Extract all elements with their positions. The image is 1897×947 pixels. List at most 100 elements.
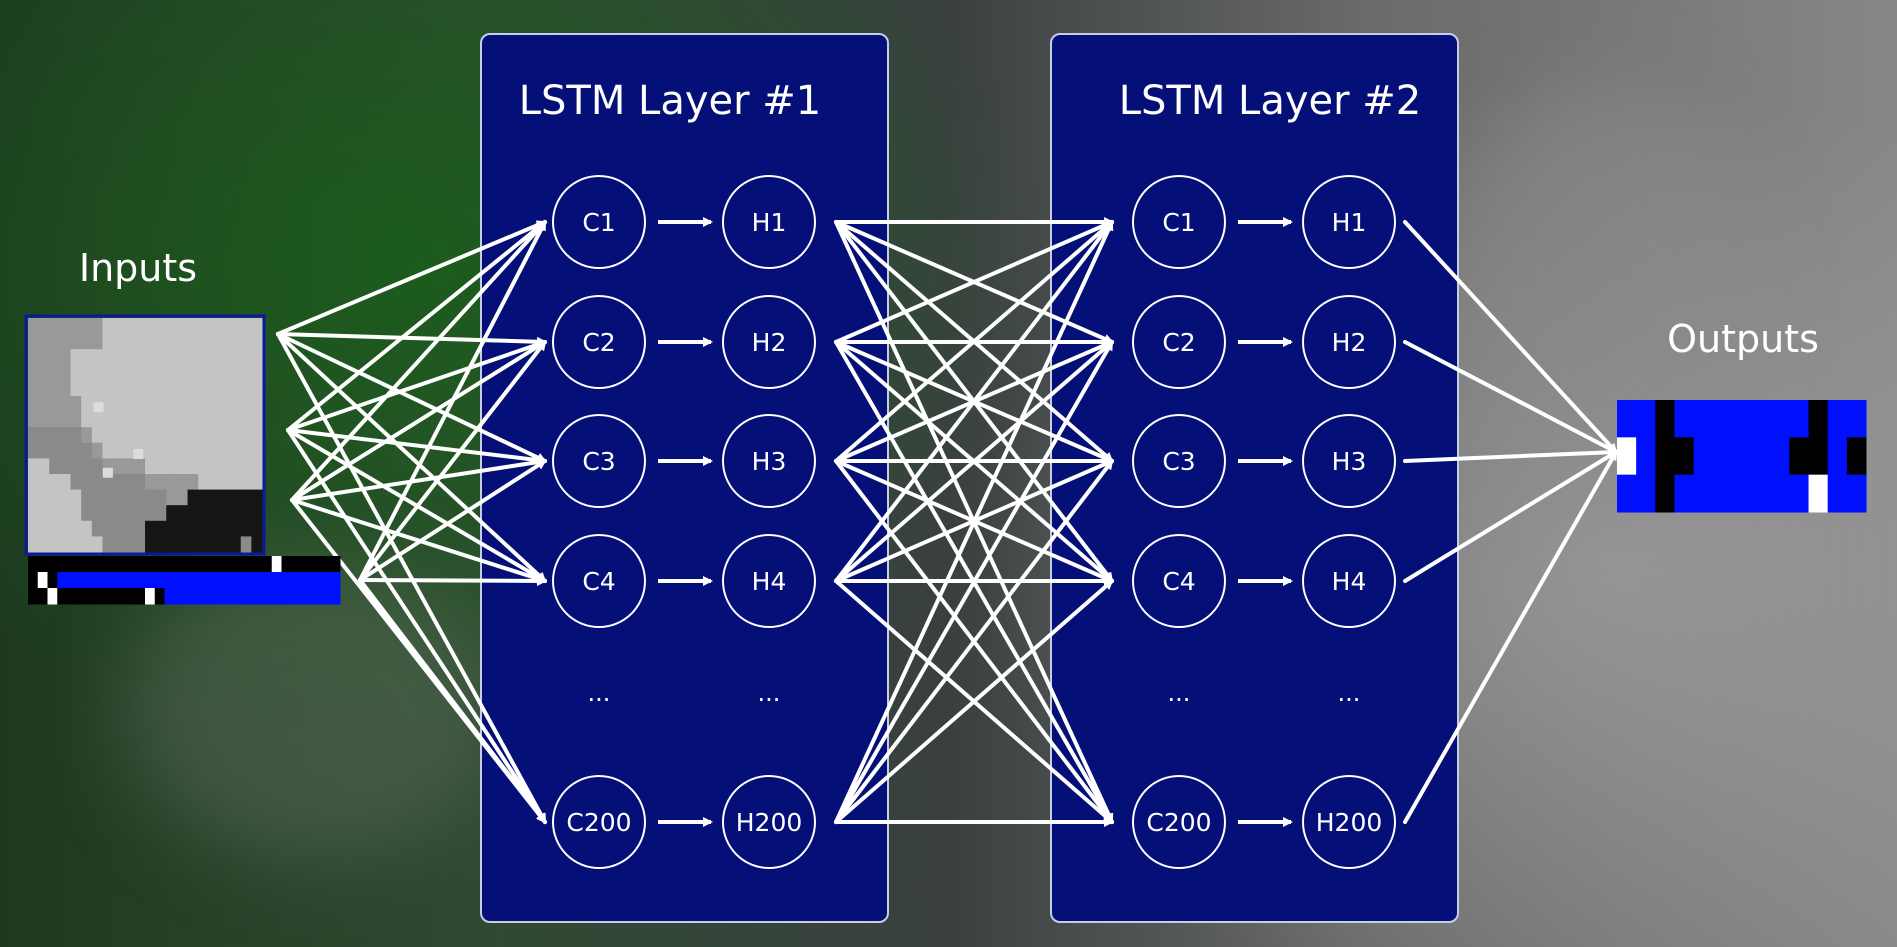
input-pixel — [230, 333, 242, 350]
cell-node — [1132, 175, 1226, 269]
input-pixel — [187, 474, 199, 491]
input-connection — [358, 340, 547, 582]
input-strip-pixel — [242, 556, 253, 573]
input-pixel — [91, 318, 103, 335]
background-blur — [120, 560, 500, 860]
hidden-node — [1302, 414, 1396, 508]
input-pixel — [219, 536, 231, 553]
input-pixel — [198, 427, 210, 444]
input-pixel — [91, 458, 103, 475]
input-strip-pixel — [232, 588, 243, 605]
hidden-node-label: H200 — [736, 808, 803, 837]
input-pixel — [230, 318, 242, 335]
input-pixel — [251, 396, 263, 413]
input-pixel — [102, 333, 114, 350]
input-pixel — [38, 380, 50, 397]
input-pixel — [155, 536, 167, 553]
input-pixel — [251, 333, 263, 350]
input-pixel — [38, 411, 50, 428]
input-pixel — [166, 442, 178, 459]
output-connection — [1403, 340, 1618, 454]
input-pixel — [102, 489, 114, 506]
input-pixel — [123, 474, 135, 491]
input-pixel — [70, 427, 82, 444]
cell-node-label: C4 — [582, 567, 615, 596]
input-pixel — [102, 411, 114, 428]
input-pixel — [145, 349, 157, 366]
input-pixel — [176, 489, 189, 506]
input-strip-pixel — [193, 556, 204, 573]
output-cell — [1674, 400, 1695, 438]
input-pixel — [102, 364, 114, 381]
input-pixel — [38, 520, 50, 537]
input-pixel — [198, 442, 210, 459]
input-strip-pixel — [271, 588, 282, 605]
input-pixel — [81, 333, 93, 350]
input-strip-pixel — [125, 588, 136, 605]
input-strip-pixel — [281, 556, 292, 573]
cell-node-label: C2 — [1162, 328, 1195, 357]
input-pixel — [166, 458, 178, 475]
input-pixel — [134, 458, 146, 475]
hidden-node — [1302, 775, 1396, 869]
input-pixel — [176, 396, 189, 413]
cell-node — [1132, 414, 1226, 508]
input-pixel — [91, 349, 103, 366]
cell-node — [552, 414, 646, 508]
input-pixel — [102, 520, 114, 537]
input-connections — [276, 220, 547, 824]
input-strip-pixel — [232, 572, 243, 589]
input-strip-pixel — [37, 572, 48, 589]
input-pixel — [176, 505, 189, 522]
input-strip-pixel — [47, 556, 58, 573]
input-strip-pixel — [193, 588, 204, 605]
input-strip-pixel — [301, 572, 312, 589]
input-strip-pixel — [301, 588, 312, 605]
output-cell — [1789, 437, 1810, 476]
input-strip-pixel — [310, 588, 321, 605]
input-strip-pixel — [330, 556, 341, 573]
input-pixel — [155, 333, 167, 350]
output-cell — [1846, 437, 1867, 476]
input-pixel — [208, 333, 220, 350]
input-pixel — [187, 427, 199, 444]
input-pixel — [59, 520, 72, 537]
input-pixel — [176, 364, 189, 381]
input-pixel — [240, 505, 252, 522]
input-pixel — [113, 427, 125, 444]
input-pixel — [198, 458, 210, 475]
input-strip-pixel — [76, 556, 87, 573]
input-connection — [290, 220, 547, 502]
input-pixel — [134, 505, 146, 522]
input-pixel — [240, 458, 252, 475]
input-strip-pixel — [223, 588, 234, 605]
input-pixel — [81, 442, 93, 459]
input-pixel — [208, 364, 220, 381]
input-pixel — [123, 333, 135, 350]
input-strip-pixel — [262, 572, 273, 589]
input-pixel — [81, 520, 93, 537]
input-pixel — [240, 474, 252, 491]
input-connection — [286, 428, 547, 466]
input-pixel — [123, 520, 135, 537]
input-strip-pixel — [145, 588, 156, 605]
input-pixel-highlight — [93, 402, 104, 413]
input-pixel — [230, 458, 242, 475]
input-pixel — [230, 427, 242, 444]
input-pixel — [59, 458, 72, 475]
output-cell — [1808, 437, 1829, 476]
input-pixel — [198, 333, 210, 350]
input-pixel — [81, 364, 93, 381]
input-strip-pixel — [213, 556, 224, 573]
input-pixel — [113, 458, 125, 475]
input-pixel — [38, 474, 50, 491]
input-pixel — [145, 411, 157, 428]
hidden-node-label: H3 — [752, 447, 787, 476]
input-pixel — [102, 380, 114, 397]
input-strip-pixel — [164, 556, 175, 573]
input-pixel — [208, 458, 220, 475]
input-strip-pixel — [184, 588, 195, 605]
input-strip-pixel — [145, 556, 156, 573]
input-pixel — [49, 333, 61, 350]
input-strip-pixel — [223, 556, 234, 573]
